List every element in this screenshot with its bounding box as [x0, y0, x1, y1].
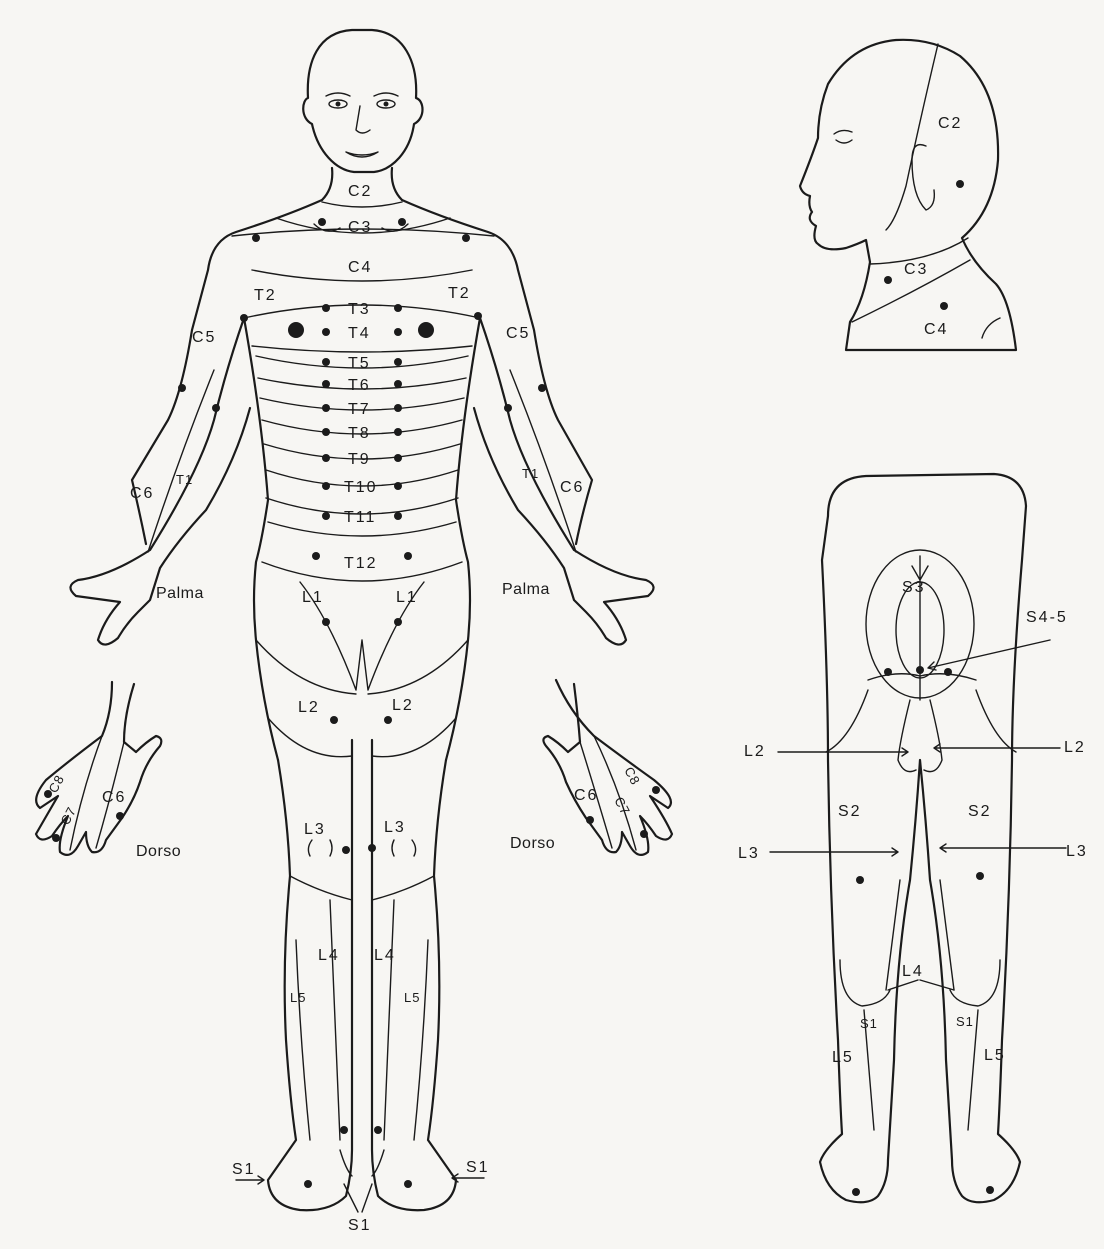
back-label-l3-left: L3 — [738, 845, 760, 862]
front-label-s1-left: S1 — [232, 1161, 256, 1178]
back-label-l2-left: L2 — [744, 743, 766, 760]
head-label-c4: C4 — [924, 321, 948, 338]
l1-l2-boundary — [256, 640, 468, 694]
back-label-s3: S3 — [902, 579, 926, 596]
left-hand-caption: Dorso — [136, 843, 181, 860]
nose — [356, 106, 370, 133]
front-label-t2-left: T2 — [254, 287, 277, 304]
front-label-c6-right: C6 — [560, 479, 584, 496]
front-label-c5-right: C5 — [506, 325, 530, 342]
front-label-l4-left: L4 — [318, 947, 340, 964]
c2-collar — [322, 202, 402, 207]
front-label-t5: T5 — [348, 355, 371, 372]
left-hand-label-c6: C6 — [102, 789, 126, 806]
back-label-s2-right: S2 — [968, 803, 992, 820]
back-label-l2-right: L2 — [1064, 739, 1086, 756]
front-label-t10: T10 — [344, 479, 378, 496]
front-label-t12: T12 — [344, 555, 378, 572]
front-label-t3: T3 — [348, 301, 371, 318]
left-knee-marks — [308, 840, 332, 856]
right-hand-dorso: C8 C7 C6 Dorso — [510, 680, 672, 855]
front-label-l2-left: L2 — [298, 699, 320, 716]
front-label-t2-right: T2 — [448, 285, 471, 302]
front-label-t4: T4 — [348, 325, 371, 342]
right-hand-label-c6: C6 — [574, 787, 598, 804]
right-hand-label-c8: C8 — [621, 764, 643, 787]
head-label-c3: C3 — [904, 261, 928, 278]
front-label-t8: T8 — [348, 425, 371, 442]
right-arm-dermatome-line — [510, 370, 576, 552]
right-eyebrow — [374, 93, 398, 96]
right-hand-label-c7: C7 — [611, 794, 633, 817]
back-label-s1-left: S1 — [860, 1016, 878, 1031]
front-label-l3-left: L3 — [304, 821, 326, 838]
foot-lines — [340, 1150, 384, 1176]
left-eyebrow — [326, 93, 350, 96]
back-label-l3-right: L3 — [1066, 843, 1088, 860]
back-legs-view: S3 S4-5 L2 L2 S2 S2 L3 L3 L4 S1 S1 L5 L5 — [738, 474, 1088, 1202]
front-label-l1-left: L1 — [302, 589, 324, 606]
front-label-l4-right: L4 — [374, 947, 396, 964]
knee-line — [290, 876, 434, 900]
left-pupil — [336, 102, 341, 107]
front-label-t7: T7 — [348, 401, 371, 418]
front-label-s1-bottom: S1 — [348, 1217, 372, 1234]
chest-band-t4 — [252, 346, 472, 352]
front-label-l1-right: L1 — [396, 589, 418, 606]
front-label-t1-right: T1 — [522, 466, 539, 481]
front-label-c5-left: C5 — [192, 329, 216, 346]
shin-lines — [296, 900, 428, 1140]
back-label-l5-left: L5 — [832, 1049, 854, 1066]
back-label-l4: L4 — [902, 963, 924, 980]
head-side-view: C2 C3 C4 — [800, 40, 1016, 350]
front-label-l5-right: L5 — [404, 990, 420, 1005]
front-label-l5-left: L5 — [290, 990, 306, 1005]
front-head — [303, 30, 422, 172]
front-label-c4: C4 — [348, 259, 372, 276]
front-label-t9: T9 — [348, 451, 371, 468]
legs-outline — [268, 740, 456, 1210]
front-label-palma-right: Palma — [502, 581, 550, 598]
right-knee-marks — [392, 840, 416, 856]
front-label-palma-left: Palma — [156, 585, 204, 602]
front-figure: C2 C3 C4 T2 T2 T3 T4 T5 T6 T7 T8 T9 T10 … — [70, 30, 653, 1234]
front-label-s1-right: S1 — [466, 1159, 490, 1176]
front-label-t6: T6 — [348, 377, 371, 394]
mouth — [346, 152, 378, 157]
front-label-t1-left: T1 — [176, 472, 193, 487]
front-label-c6-left: C6 — [130, 485, 154, 502]
front-label-l2-right: L2 — [392, 697, 414, 714]
right-hand-caption: Dorso — [510, 835, 555, 852]
front-label-c3: C3 — [348, 219, 372, 236]
front-label-c2: C2 — [348, 183, 372, 200]
head-label-c2: C2 — [938, 115, 962, 132]
front-label-l3-right: L3 — [384, 819, 406, 836]
back-label-l5-right: L5 — [984, 1047, 1006, 1064]
back-label-s1-right: S1 — [956, 1014, 974, 1029]
left-arm-dermatome-line — [148, 370, 214, 552]
back-label-s2-left: S2 — [838, 803, 862, 820]
back-label-s45: S4-5 — [1026, 609, 1068, 626]
l2-lower-line — [268, 718, 456, 757]
right-pupil — [384, 102, 389, 107]
front-label-t11: T11 — [344, 509, 376, 526]
left-hand-dorso: C8 C7 C6 Dorso — [36, 682, 181, 860]
